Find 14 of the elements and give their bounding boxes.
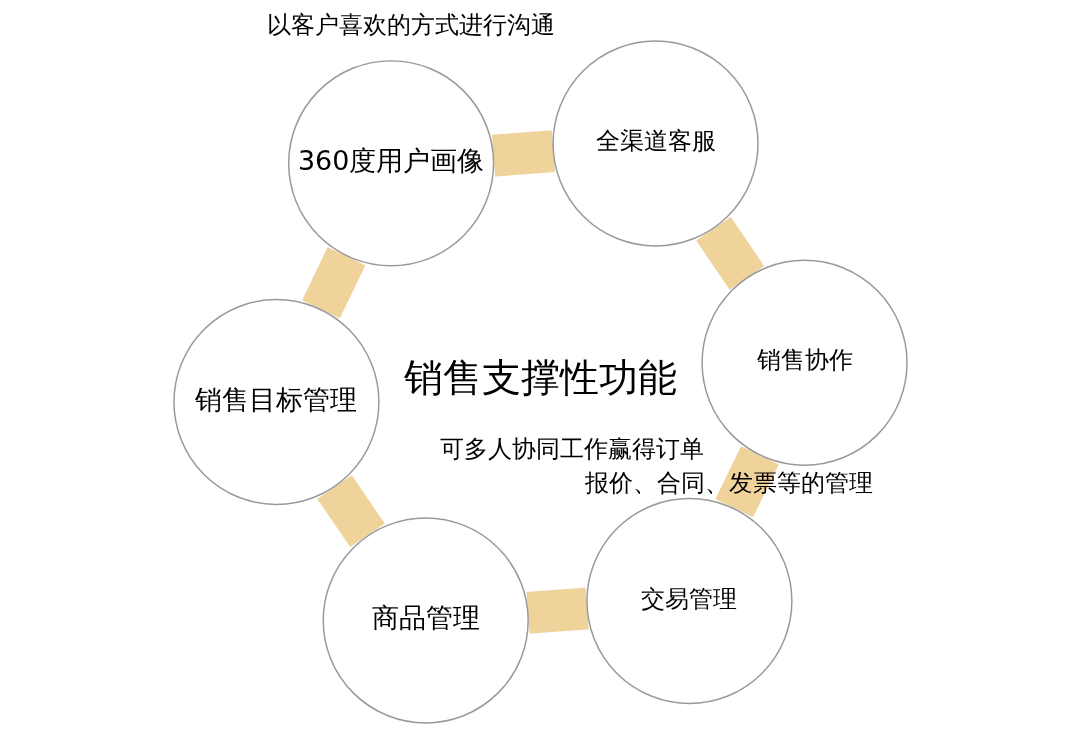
- connector: [491, 130, 555, 177]
- node-circle: 销售目标管理: [172, 298, 380, 506]
- node-circle: 360度用户画像: [287, 60, 494, 267]
- node-circle: 交易管理: [585, 497, 793, 705]
- node-circle: 商品管理: [322, 517, 529, 724]
- connector: [316, 475, 385, 548]
- connector: [525, 587, 589, 634]
- node-label: 报价、合同、发票等的管理: [584, 468, 873, 497]
- connector: [714, 446, 779, 518]
- connector: [695, 216, 764, 290]
- node-label: 以客户喜欢的方式进行沟通: [266, 11, 555, 40]
- connector: [301, 247, 365, 319]
- node-circle: 全渠道客服: [551, 40, 759, 247]
- label: 销售支撑性功能: [403, 355, 677, 401]
